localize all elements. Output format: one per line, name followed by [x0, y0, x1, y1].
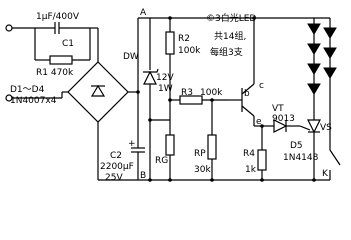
r2-value-label: 100k: [178, 46, 201, 56]
r2-resistor: [165, 31, 175, 55]
collector-label: c: [259, 81, 264, 91]
emitter-label: e: [256, 117, 262, 127]
node-a-label: A: [140, 8, 147, 18]
vt-label: VT: [272, 104, 284, 114]
ac-terminal-top: [5, 24, 13, 32]
d1-d4-part-label: 1N4007x4: [10, 96, 57, 106]
r3-label: R3: [181, 88, 193, 98]
vt-part-label: 9013: [272, 114, 295, 124]
switch-k: [329, 149, 341, 166]
c1-label: C1: [62, 39, 74, 49]
rg-label: RG: [155, 156, 168, 166]
d5-diode: [273, 119, 288, 133]
c2-label: C2: [110, 151, 122, 161]
circuit-diagram: 1μF/400V C1 R1 470k D1～D4 1N4007x4 A DW …: [5, 8, 341, 183]
led-icon: [323, 47, 337, 59]
note-line-3: 每组3支: [210, 46, 243, 58]
bridge-rectifier: [67, 61, 129, 123]
led-icon: [323, 67, 337, 79]
d5-label: D5: [290, 141, 303, 151]
r4-resistor: [257, 149, 267, 171]
vs-thyristor: [307, 119, 321, 134]
led-icon: [307, 43, 321, 55]
led-icon: [323, 27, 337, 39]
c2-plus-label: +: [128, 139, 136, 149]
c2-value-label: 2200μF: [100, 162, 134, 172]
vs-label: VS: [320, 123, 332, 133]
rg-photoresistor: [165, 134, 175, 156]
r4-label: R4: [243, 149, 255, 159]
c1-value-label: 1μF/400V: [36, 12, 80, 22]
r3-value-label: 100k: [200, 88, 223, 98]
d5-part-label: 1N4148: [283, 153, 319, 163]
r1-label: R1 470k: [36, 68, 74, 78]
led-icon: [307, 83, 321, 95]
node-b-label: B: [140, 171, 146, 181]
note-line-2: 共14组,: [214, 30, 246, 42]
r2-label: R2: [178, 34, 190, 44]
dw-zener: [143, 70, 157, 85]
dw-label: DW: [123, 52, 139, 62]
rp-value-label: 30k: [194, 165, 211, 175]
schematic-svg: 1μF/400V C1 R1 470k D1～D4 1N4007x4 A DW …: [5, 8, 341, 183]
r1-resistor: [49, 55, 73, 65]
led-icon: [307, 23, 321, 35]
r4-value-label: 1k: [245, 165, 257, 175]
base-label: b: [244, 89, 250, 99]
rp-potentiometer: [207, 134, 217, 160]
dw-voltage-label: 12V: [156, 73, 174, 83]
led-icon: [307, 63, 321, 75]
note-line-1: ©3白光LED: [206, 12, 256, 24]
rp-label: RP: [194, 149, 206, 159]
d1-d4-label: D1～D4: [10, 85, 45, 95]
c2-voltage-label: 25V: [105, 173, 123, 183]
k-label: K: [322, 169, 329, 179]
dw-power-label: 1W: [158, 84, 173, 94]
